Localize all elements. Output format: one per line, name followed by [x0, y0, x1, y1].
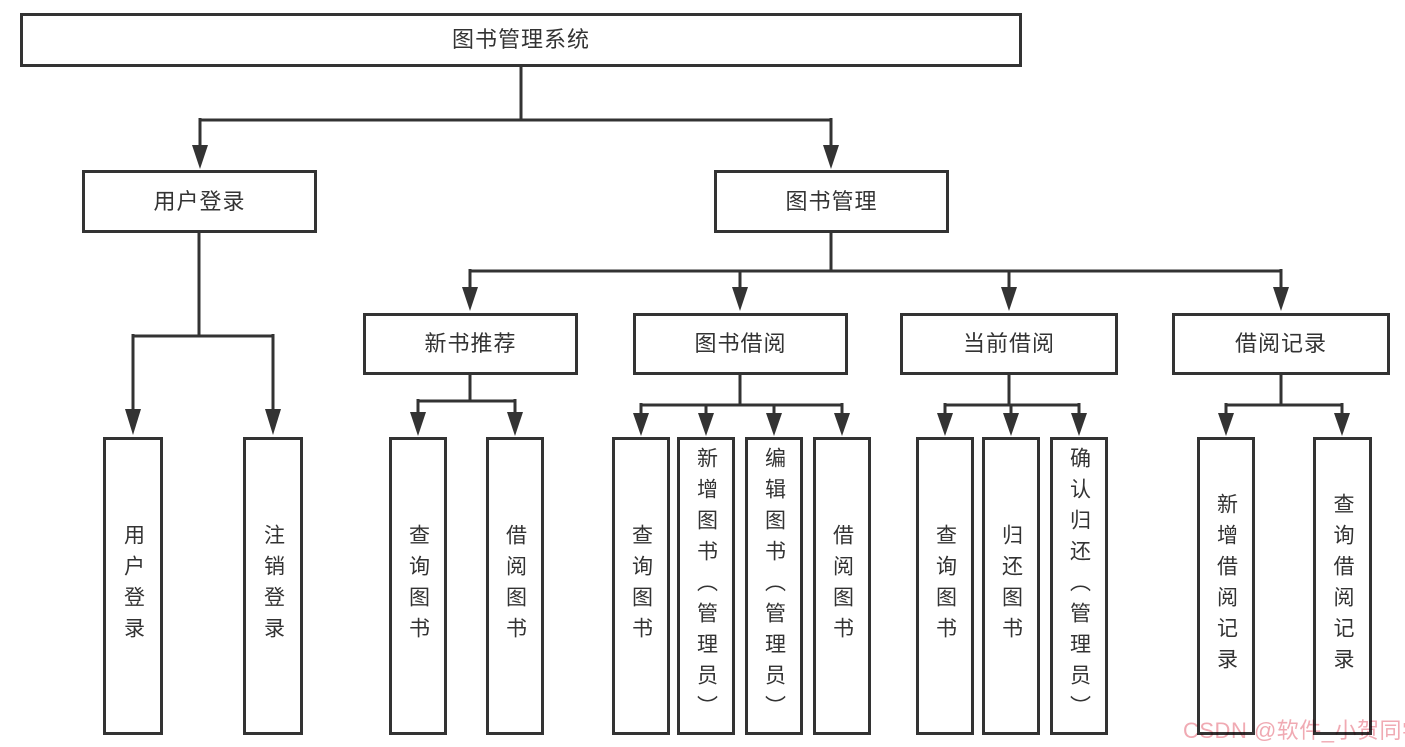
node-book-borrow: 图书借阅 — [633, 313, 848, 375]
node-leaf-cb-return-books: 归还图书 — [982, 437, 1040, 735]
connector-root-to-level2 — [192, 67, 839, 169]
node-leaf-cb-confirm-return-admin: 确认归还（管理员） — [1050, 437, 1108, 735]
node-new-book-rec: 新书推荐 — [363, 313, 578, 375]
node-leaf-user-login: 用户登录 — [103, 437, 163, 735]
connector-current-borrow-to-leaves — [937, 375, 1087, 436]
node-leaf-rec-borrow-books: 借阅图书 — [486, 437, 544, 735]
node-leaf-cb-query-books: 查询图书 — [916, 437, 974, 735]
node-leaf-bb-borrow-books: 借阅图书 — [813, 437, 871, 735]
connector-borrow-records-to-leaves — [1218, 375, 1350, 436]
node-leaf-bb-edit-books-admin: 编辑图书（管理员） — [745, 437, 803, 735]
node-root: 图书管理系统 — [20, 13, 1022, 67]
connector-new-book-rec-to-leaves — [410, 375, 523, 436]
connector-user-login-to-leaves — [125, 233, 281, 435]
node-leaf-bb-query-books: 查询图书 — [612, 437, 670, 735]
connector-book-borrow-to-leaves — [633, 375, 850, 436]
connector-book-mgmt-to-level3 — [462, 233, 1289, 311]
node-book-mgmt: 图书管理 — [714, 170, 949, 233]
node-leaf-br-add-record: 新增借阅记录 — [1197, 437, 1255, 735]
node-borrow-records: 借阅记录 — [1172, 313, 1390, 375]
node-leaf-rec-query-books: 查询图书 — [389, 437, 447, 735]
node-leaf-bb-add-books-admin: 新增图书（管理员） — [677, 437, 735, 735]
node-user-login: 用户登录 — [82, 170, 317, 233]
node-leaf-logout: 注销登录 — [243, 437, 303, 735]
node-current-borrow: 当前借阅 — [900, 313, 1118, 375]
node-leaf-br-query-record: 查询借阅记录 — [1313, 437, 1372, 735]
